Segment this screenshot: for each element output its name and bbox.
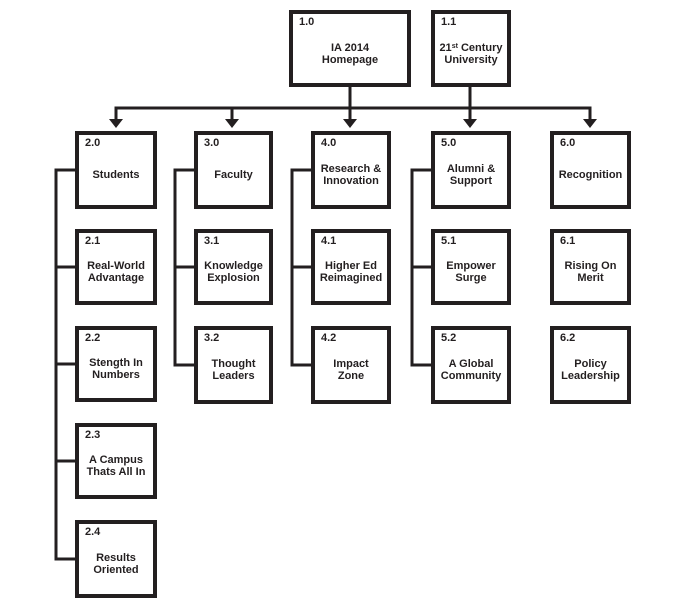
node-label: Stength In Numbers (89, 357, 143, 381)
node-number: 3.1 (204, 235, 220, 247)
node-label: Impact Zone (333, 358, 369, 382)
node-number: 1.0 (299, 16, 315, 28)
arrowhead-3-0 (225, 119, 239, 128)
node-2-3-a-campus-thats-all-in[interactable]: 2.3 A Campus Thats All In (75, 423, 157, 499)
node-number: 2.3 (85, 429, 101, 441)
node-number: 6.0 (560, 137, 576, 149)
node-label: Recognition (558, 169, 623, 181)
node-number: 2.0 (85, 137, 101, 149)
node-number: 5.2 (441, 332, 457, 344)
node-label: Higher Ed Reimagined (319, 260, 383, 284)
node-1-0-homepage[interactable]: 1.0 IA 2014 Homepage (289, 10, 411, 87)
node-number: 4.2 (321, 332, 337, 344)
node-6-1-rising-on-merit[interactable]: 6.1 Rising On Merit (550, 229, 631, 305)
node-label: Research & Innovation (320, 163, 382, 187)
node-4-1-higher-ed-reimagined[interactable]: 4.1 Higher Ed Reimagined (311, 229, 391, 305)
node-1-1-21st-century-university[interactable]: 1.1 21st Century University (431, 10, 511, 87)
node-number: 5.1 (441, 235, 457, 247)
node-number: 2.4 (85, 526, 101, 538)
node-label: Rising On Merit (564, 260, 617, 284)
node-number: 2.2 (85, 332, 101, 344)
node-label: 21st Century University (439, 42, 503, 66)
node-2-0-students[interactable]: 2.0 Students (75, 131, 157, 209)
node-label: Faculty (214, 169, 253, 181)
node-label: IA 2014 Homepage (321, 41, 379, 66)
node-4-0-research-innovation[interactable]: 4.0 Research & Innovation (311, 131, 391, 209)
arrowhead-2-0 (109, 119, 123, 128)
arrowhead-5-0 (463, 119, 477, 128)
node-6-0-recognition[interactable]: 6.0 Recognition (550, 131, 631, 209)
node-label: Empower Surge (446, 260, 496, 284)
node-label: Policy Leadership (561, 358, 620, 382)
node-number: 4.1 (321, 235, 337, 247)
node-number: 4.0 (321, 137, 337, 149)
node-6-2-policy-leadership[interactable]: 6.2 Policy Leadership (550, 326, 631, 404)
node-number: 6.1 (560, 235, 576, 247)
arrowhead-4-0 (343, 119, 357, 128)
node-label: Alumni & Support (446, 163, 496, 187)
arrowhead-6-0 (583, 119, 597, 128)
node-2-1-real-world-advantage[interactable]: 2.1 Real-World Advantage (75, 229, 157, 305)
node-number: 3.2 (204, 332, 220, 344)
node-label: Real-World Advantage (87, 260, 145, 284)
node-number: 1.1 (441, 16, 457, 28)
node-5-0-alumni-support[interactable]: 5.0 Alumni & Support (431, 131, 511, 209)
node-3-2-thought-leaders[interactable]: 3.2 Thought Leaders (194, 326, 273, 404)
node-number: 2.1 (85, 235, 101, 247)
node-5-2-a-global-community[interactable]: 5.2 A Global Community (431, 326, 511, 404)
node-4-2-impact-zone[interactable]: 4.2 Impact Zone (311, 326, 391, 404)
node-2-2-stength-in-numbers[interactable]: 2.2 Stength In Numbers (75, 326, 157, 402)
node-3-0-faculty[interactable]: 3.0 Faculty (194, 131, 273, 209)
node-number: 6.2 (560, 332, 576, 344)
node-label: Knowledge Explosion (204, 260, 263, 284)
node-label: A Campus Thats All In (86, 454, 146, 478)
node-label: A Global Community (440, 358, 502, 382)
node-2-4-results-oriented[interactable]: 2.4 Results Oriented (75, 520, 157, 598)
node-5-1-empower-surge[interactable]: 5.1 Empower Surge (431, 229, 511, 305)
node-label: Students (92, 169, 140, 181)
node-label: Results Oriented (93, 552, 139, 576)
node-3-1-knowledge-explosion[interactable]: 3.1 Knowledge Explosion (194, 229, 273, 305)
node-number: 3.0 (204, 137, 220, 149)
node-label: Thought Leaders (211, 358, 256, 382)
node-number: 5.0 (441, 137, 457, 149)
